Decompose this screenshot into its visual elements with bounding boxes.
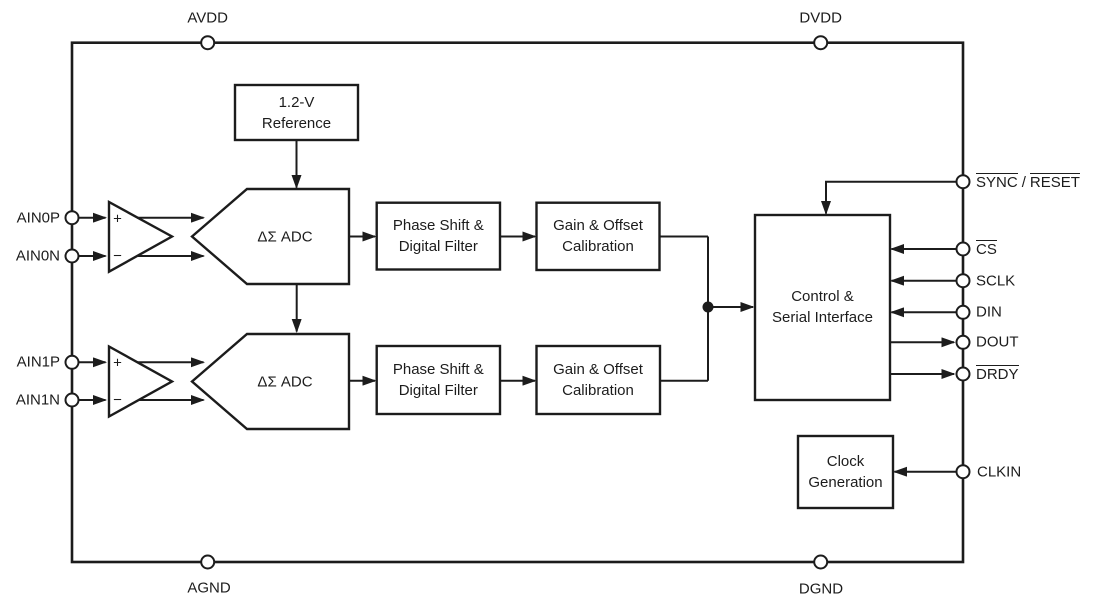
block-control-outline — [753, 213, 892, 402]
amp-ch1-minus-sign: − — [113, 391, 122, 409]
gain-ch0-line2: Calibration — [562, 238, 634, 256]
clock-line2: Generation — [808, 474, 883, 491]
block-label-gain-ch0: Gain & Offset Calibration — [553, 215, 643, 257]
amplifier-ch0-symbol — [107, 199, 175, 274]
pin-label-agnd: AGND — [187, 579, 231, 597]
pin-circle-sclk — [955, 273, 971, 289]
pin-circle-dout — [955, 334, 971, 350]
clock-line1: Clock — [826, 453, 865, 470]
block-label-gain-ch1: Gain & Offset Calibration — [553, 359, 643, 401]
pin-label-clkin: CLKIN — [977, 463, 1022, 481]
junction-dot — [702, 301, 714, 313]
block-label-reference: 1.2-V Reference — [262, 92, 331, 134]
pin-label-avdd: AVDD — [187, 9, 228, 27]
pin-circle-dvdd — [813, 35, 829, 51]
pin-label-dout: DOUT — [976, 333, 1019, 351]
gain-ch0-line1: Gain & Offset — [553, 217, 643, 235]
block-label-control: Control & Serial Interface — [772, 286, 873, 328]
amp-ch1-plus-sign: + — [113, 354, 122, 372]
sync-label: SYNC — [976, 172, 1018, 191]
pin-circle-ain0n — [64, 248, 80, 264]
gain-ch1-line1: Gain & Offset — [553, 361, 643, 378]
gain-ch1-line2: Calibration — [562, 382, 634, 399]
block-phase-ch0-outline — [375, 201, 502, 271]
pin-label-dvdd: DVDD — [799, 9, 842, 27]
block-label-phase-ch1: Phase Shift & Digital Filter — [393, 359, 484, 401]
pin-label-ain0n: AIN0N — [15, 247, 60, 265]
pin-label-cs: CS — [976, 240, 997, 258]
phase-ch0-line2: Digital Filter — [398, 238, 478, 255]
control-line2: Serial Interface — [772, 308, 873, 326]
reference-line1: 1.2-V — [278, 93, 315, 111]
amp-ch0-minus-sign: − — [113, 247, 122, 264]
pin-circle-ain1n — [64, 392, 80, 408]
block-clock-outline — [796, 434, 895, 510]
pin-circle-clkin — [955, 464, 971, 480]
block-label-phase-ch0: Phase Shift & Digital Filter — [393, 215, 484, 257]
pin-circle-ain0p — [64, 210, 80, 226]
pin-circle-agnd — [200, 554, 216, 570]
wire-sync-to-control — [821, 180, 957, 215]
pin-circle-dgnd — [813, 554, 829, 570]
pin-circle-drdy — [955, 366, 971, 382]
pin-circle-avdd — [200, 35, 216, 51]
pin-circle-cs — [955, 241, 971, 257]
control-line1: Control & — [791, 287, 854, 305]
pin-label-sclk: SCLK — [976, 272, 1016, 290]
cs-label: CS — [976, 240, 997, 258]
block-phase-ch1-outline — [375, 344, 502, 416]
reference-line2: Reference — [261, 114, 332, 132]
pin-label-ain1n: AIN1N — [15, 391, 60, 409]
pin-circle-ain1p — [64, 354, 80, 370]
pin-label-ain1p: AIN1P — [16, 353, 60, 371]
phase-ch0-line1: Phase Shift & — [392, 217, 484, 234]
amp-ch0-plus-sign: + — [113, 210, 122, 228]
pin-circle-sync-reset — [955, 174, 971, 190]
block-label-adc-ch0: ΔΣ ADC — [257, 228, 313, 245]
pin-label-din: DIN — [976, 303, 1002, 321]
block-gain-ch1-outline — [535, 344, 662, 416]
sync-reset-separator: / — [1021, 173, 1026, 191]
phase-ch1-line2: Digital Filter — [398, 382, 478, 399]
pin-circle-din — [955, 304, 971, 320]
pin-label-dgnd: DGND — [798, 580, 844, 598]
block-label-clock: Clock Generation — [808, 451, 882, 493]
drdy-label: DRDY — [976, 365, 1019, 383]
block-label-adc-ch1: ΔΣ ADC — [257, 373, 313, 390]
pin-label-drdy: DRDY — [976, 365, 1019, 383]
pin-label-sync-reset: SYNC/RESET — [976, 172, 1080, 191]
phase-ch1-line1: Phase Shift & — [392, 361, 484, 378]
chip-boundary — [70, 41, 965, 564]
pin-label-ain0p: AIN0P — [16, 209, 60, 227]
reset-label: RESET — [1029, 172, 1080, 191]
